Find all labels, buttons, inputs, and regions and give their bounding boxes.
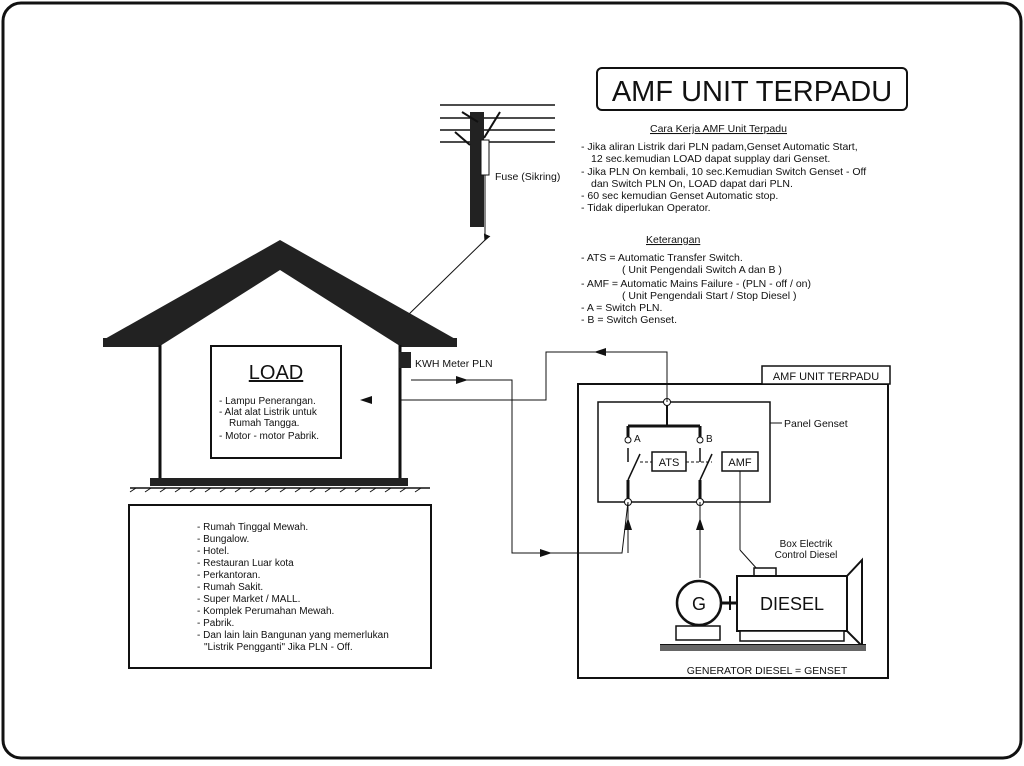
wiring bbox=[400, 351, 701, 578]
building-item: - Super Market / MALL. bbox=[197, 594, 300, 605]
keterangan-line: - A = Switch PLN. bbox=[581, 302, 662, 314]
building-item: - Komplek Perumahan Mewah. bbox=[197, 606, 334, 617]
keterangan-heading: Keterangan bbox=[646, 234, 700, 246]
load-item: Rumah Tangga. bbox=[229, 418, 299, 429]
generator-label: G bbox=[692, 594, 706, 614]
cara-kerja-line: dan Switch PLN On, LOAD dapat dari PLN. bbox=[591, 178, 793, 190]
panel-genset: Panel Genset A B ATS AMF bbox=[597, 398, 848, 571]
cara-kerja-heading: Cara Kerja AMF Unit Terpadu bbox=[650, 123, 787, 135]
box-electrik-label: Box Electrik bbox=[780, 539, 834, 550]
keterangan-line: ( Unit Pengendali Start / Stop Diesel ) bbox=[622, 290, 797, 302]
genset: Box Electrik Control Diesel DIESEL G GEN… bbox=[660, 539, 866, 677]
generator-caption: GENERATOR DIESEL = GENSET bbox=[687, 665, 848, 677]
switch-a-label: A bbox=[634, 434, 641, 445]
keterangan-line: - AMF = Automatic Mains Failure - (PLN -… bbox=[581, 278, 811, 290]
kwh-label: KWH Meter PLN bbox=[415, 358, 493, 370]
building-item: - Perkantoran. bbox=[197, 570, 260, 581]
keterangan-section: Keterangan - ATS = Automatic Transfer Sw… bbox=[581, 234, 811, 326]
page-title: AMF UNIT TERPADU bbox=[612, 76, 892, 108]
cara-kerja-line: - Jika PLN On kembali, 10 sec.Kemudian S… bbox=[581, 166, 866, 178]
load-box: LOAD - Lampu Penerangan. - Alat alat Lis… bbox=[210, 345, 342, 459]
load-item: - Alat alat Listrik untuk bbox=[219, 407, 318, 418]
cara-kerja-section: Cara Kerja AMF Unit Terpadu - Jika alira… bbox=[581, 123, 866, 214]
flow-arrows bbox=[360, 348, 704, 557]
building-item: - Pabrik. bbox=[197, 618, 234, 629]
cara-kerja-line: 12 sec.kemudian LOAD dapat supplay dari … bbox=[591, 153, 830, 165]
kwh-meter: KWH Meter PLN bbox=[399, 352, 493, 370]
switch-b-label: B bbox=[706, 434, 713, 445]
fuse-label: Fuse (Sikring) bbox=[495, 171, 560, 183]
building-item: "Listrik Pengganti" Jika PLN - Off. bbox=[204, 642, 353, 653]
cara-kerja-line: - Tidak diperlukan Operator. bbox=[581, 202, 711, 214]
cara-kerja-line: - Jika aliran Listrik dari PLN padam,Gen… bbox=[581, 141, 858, 153]
buildings-box: - Rumah Tinggal Mewah. - Bungalow. - Hot… bbox=[128, 504, 432, 669]
diesel-label: DIESEL bbox=[760, 594, 824, 614]
building-item: - Rumah Tinggal Mewah. bbox=[197, 522, 308, 533]
building-item: - Dan lain lain Bangunan yang memerlukan bbox=[197, 630, 389, 641]
keterangan-line: - ATS = Automatic Transfer Switch. bbox=[581, 252, 743, 264]
building-item: - Restauran Luar kota bbox=[197, 558, 294, 569]
keterangan-line: - B = Switch Genset. bbox=[581, 314, 677, 326]
load-item: - Motor - motor Pabrik. bbox=[219, 431, 319, 442]
building-item: - Rumah Sakit. bbox=[197, 582, 263, 593]
panel-genset-label: Panel Genset bbox=[784, 418, 848, 430]
control-diesel-label: Control Diesel bbox=[775, 550, 838, 561]
keterangan-line: ( Unit Pengendali Switch A dan B ) bbox=[622, 264, 782, 276]
amf-label: AMF bbox=[728, 457, 752, 469]
ats-label: ATS bbox=[659, 457, 680, 469]
title-box: AMF UNIT TERPADU bbox=[596, 67, 908, 111]
cara-kerja-line: - 60 sec kemudian Genset Automatic stop. bbox=[581, 190, 778, 202]
power-pole: Fuse (Sikring) bbox=[440, 104, 560, 227]
load-title: LOAD bbox=[249, 362, 303, 384]
amf-unit-box-title: AMF UNIT TERPADU bbox=[773, 371, 879, 383]
building-item: - Bungalow. bbox=[197, 534, 249, 545]
building-item: - Hotel. bbox=[197, 546, 229, 557]
load-item: - Lampu Penerangan. bbox=[219, 396, 316, 407]
